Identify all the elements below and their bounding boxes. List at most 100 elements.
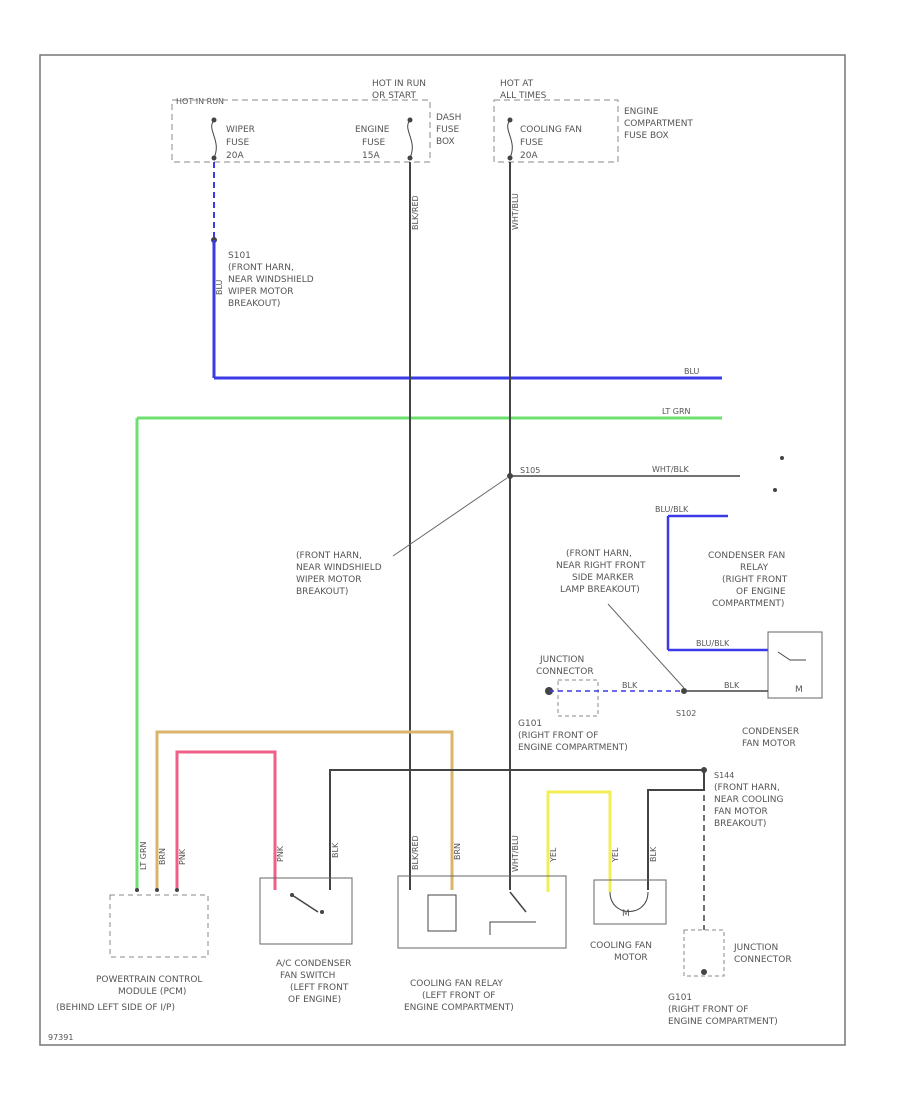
- condenser-motor-symbol: M: [795, 685, 803, 695]
- s105-note-4: BREAKOUT): [296, 587, 348, 597]
- ac-switch-label-2: FAN SWITCH: [280, 971, 335, 981]
- cooling-relay-label-1: COOLING FAN RELAY: [410, 979, 503, 989]
- relay-contact-dot-2: [773, 488, 777, 492]
- pcm-module-box: [109, 894, 209, 958]
- ac-switch-label-1: A/C CONDENSER: [276, 959, 351, 969]
- cooling-fuse-symbol: [507, 119, 513, 159]
- hot-run-start-2: OR START: [372, 91, 416, 101]
- junction-bottom-dot: [701, 969, 707, 975]
- splice-s101-note-3: WIPER MOTOR: [228, 287, 293, 297]
- motor-wire-label-1: YEL: [549, 847, 558, 863]
- junction-connector-bottom-2: CONNECTOR: [734, 955, 792, 965]
- g101-bottom-note-1: (RIGHT FRONT OF: [668, 1005, 748, 1015]
- ac-switch-label-4: OF ENGINE): [288, 995, 341, 1005]
- s144-id: S144: [714, 771, 734, 780]
- wiper-fuse-label-2: FUSE: [226, 138, 249, 148]
- green-wire-label: LT GRN: [662, 407, 691, 416]
- s102-note-4: LAMP BREAKOUT): [560, 585, 640, 595]
- pcm-pin-1: [135, 888, 139, 892]
- relay-coil: [427, 894, 457, 932]
- blue-wire-label: BLU: [684, 367, 700, 376]
- s102-leader-line: [607, 603, 685, 689]
- engine-fuse-label-1: ENGINE: [355, 125, 390, 135]
- junction-connector-bottom-box: [683, 929, 725, 977]
- s144-note-2: NEAR COOLING: [714, 795, 784, 805]
- pcm-wire-label-2: BRN: [158, 848, 167, 865]
- ac-switch-label-3: (LEFT FRONT: [290, 983, 349, 993]
- junction-connector-top-2: CONNECTOR: [536, 667, 594, 677]
- cooling-motor-label-2: MOTOR: [614, 953, 648, 963]
- g101-top-note-1: (RIGHT FRONT OF: [518, 731, 598, 741]
- blue-vertical-wire-label: BLU: [215, 279, 224, 295]
- g101-top-note-2: ENGINE COMPARTMENT): [518, 743, 628, 753]
- pcm-pin-2: [155, 888, 159, 892]
- relay-switch-arm: [509, 891, 527, 913]
- switch-wire-label-1: PNK: [276, 845, 285, 862]
- pcm-pin-3: [175, 888, 179, 892]
- wiper-fuse-label-3: 20A: [226, 151, 244, 161]
- splice-s101-note-2: NEAR WINDSHIELD: [228, 275, 314, 285]
- cooling-motor-symbol: M: [622, 909, 630, 919]
- ground-blk-label: BLK: [622, 681, 638, 690]
- relay-wire-label-3: WHT/BLU: [511, 835, 520, 872]
- relay-wire-label-2: BRN: [453, 843, 462, 860]
- pcm-wire-label-3: PNK: [178, 848, 187, 865]
- tan-wire: [155, 730, 454, 890]
- s105-note-2: NEAR WINDSHIELD: [296, 563, 382, 573]
- junction-connector-top-1: JUNCTION: [539, 655, 584, 665]
- cooling-motor-label-1: COOLING FAN: [590, 941, 652, 951]
- engine-fuse-box-name-1: ENGINE: [624, 107, 659, 117]
- splice-s101-id: S101: [228, 251, 251, 261]
- engine-fuse-wire-label: BLK/RED: [411, 195, 420, 230]
- splice-s102-id: S102: [676, 709, 696, 718]
- figure-code: 97391: [48, 1033, 73, 1042]
- s105-note-3: WIPER MOTOR: [296, 575, 361, 585]
- splice-s144-dot: [701, 767, 707, 773]
- ac-switch-contact-2: [320, 910, 324, 914]
- junction-connector-top-box: [557, 679, 599, 717]
- ground-bus-wire: [329, 769, 704, 890]
- cooling-fuse-label-1: COOLING FAN: [520, 125, 582, 135]
- s144-note-3: FAN MOTOR: [714, 807, 768, 817]
- wht-blk-wire-label: WHT/BLK: [652, 465, 689, 474]
- condenser-fan-relay-4: OF ENGINE: [736, 587, 786, 597]
- cooling-fuse-label-3: 20A: [520, 151, 538, 161]
- junction-connector-bottom-1: JUNCTION: [733, 943, 778, 953]
- relay-wire-label-1: BLK/RED: [411, 835, 420, 870]
- engine-fuse-label-3: 15A: [362, 151, 380, 161]
- condenser-fan-relay-1: CONDENSER FAN: [708, 551, 785, 561]
- dash-fuse-box: [171, 99, 431, 163]
- condenser-fan-motor-2: FAN MOTOR: [742, 739, 796, 749]
- hot-all-times-1: HOT AT: [500, 79, 534, 89]
- cooling-fuse-label-2: FUSE: [520, 138, 543, 148]
- cooling-relay-label-3: ENGINE COMPARTMENT): [404, 1003, 514, 1013]
- g101-top-id: G101: [518, 719, 542, 729]
- splice-s101-note-1: (FRONT HARN,: [228, 263, 294, 273]
- relay-contact-symbol: [777, 651, 806, 661]
- cooling-relay-label-2: (LEFT FRONT OF: [422, 991, 495, 1001]
- pcm-wire-label-1: LT GRN: [139, 841, 148, 870]
- ac-switch-box: [259, 877, 353, 945]
- relay-contact-dot-1: [780, 456, 784, 460]
- switch-wire-label-2: BLK: [331, 842, 340, 858]
- dash-fuse-box-name-3: BOX: [436, 137, 455, 147]
- yellow-wire: [546, 790, 612, 892]
- cooling-fuse-wire-label: WHT/BLU: [511, 193, 520, 230]
- s102-note-3: SIDE MARKER: [572, 573, 634, 583]
- motor-wire-label-2: YEL: [611, 847, 620, 863]
- fuse-box-header: HOT IN RUN: [176, 97, 224, 106]
- engine-fuse-symbol: [407, 119, 413, 159]
- splice-s101-note-4: BREAKOUT): [228, 299, 280, 309]
- wiper-fuse-label-1: WIPER: [226, 125, 255, 135]
- engine-fuse-label-2: FUSE: [362, 138, 385, 148]
- g101-bottom-note-2: ENGINE COMPARTMENT): [668, 1017, 778, 1027]
- blk-motor-wire-label: BLK: [724, 681, 740, 690]
- motor-ground-wire: [647, 770, 705, 890]
- s105-note-1: (FRONT HARN,: [296, 551, 362, 561]
- cooling-motor-box: [593, 879, 667, 925]
- s144-note-4: BREAKOUT): [714, 819, 766, 829]
- relay-internal-wire: [489, 921, 536, 935]
- engine-compartment-fuse-box: [493, 99, 619, 163]
- condenser-fan-motor-1: CONDENSER: [742, 727, 799, 737]
- blu-blk-wire-label: BLU/BLK: [655, 505, 689, 514]
